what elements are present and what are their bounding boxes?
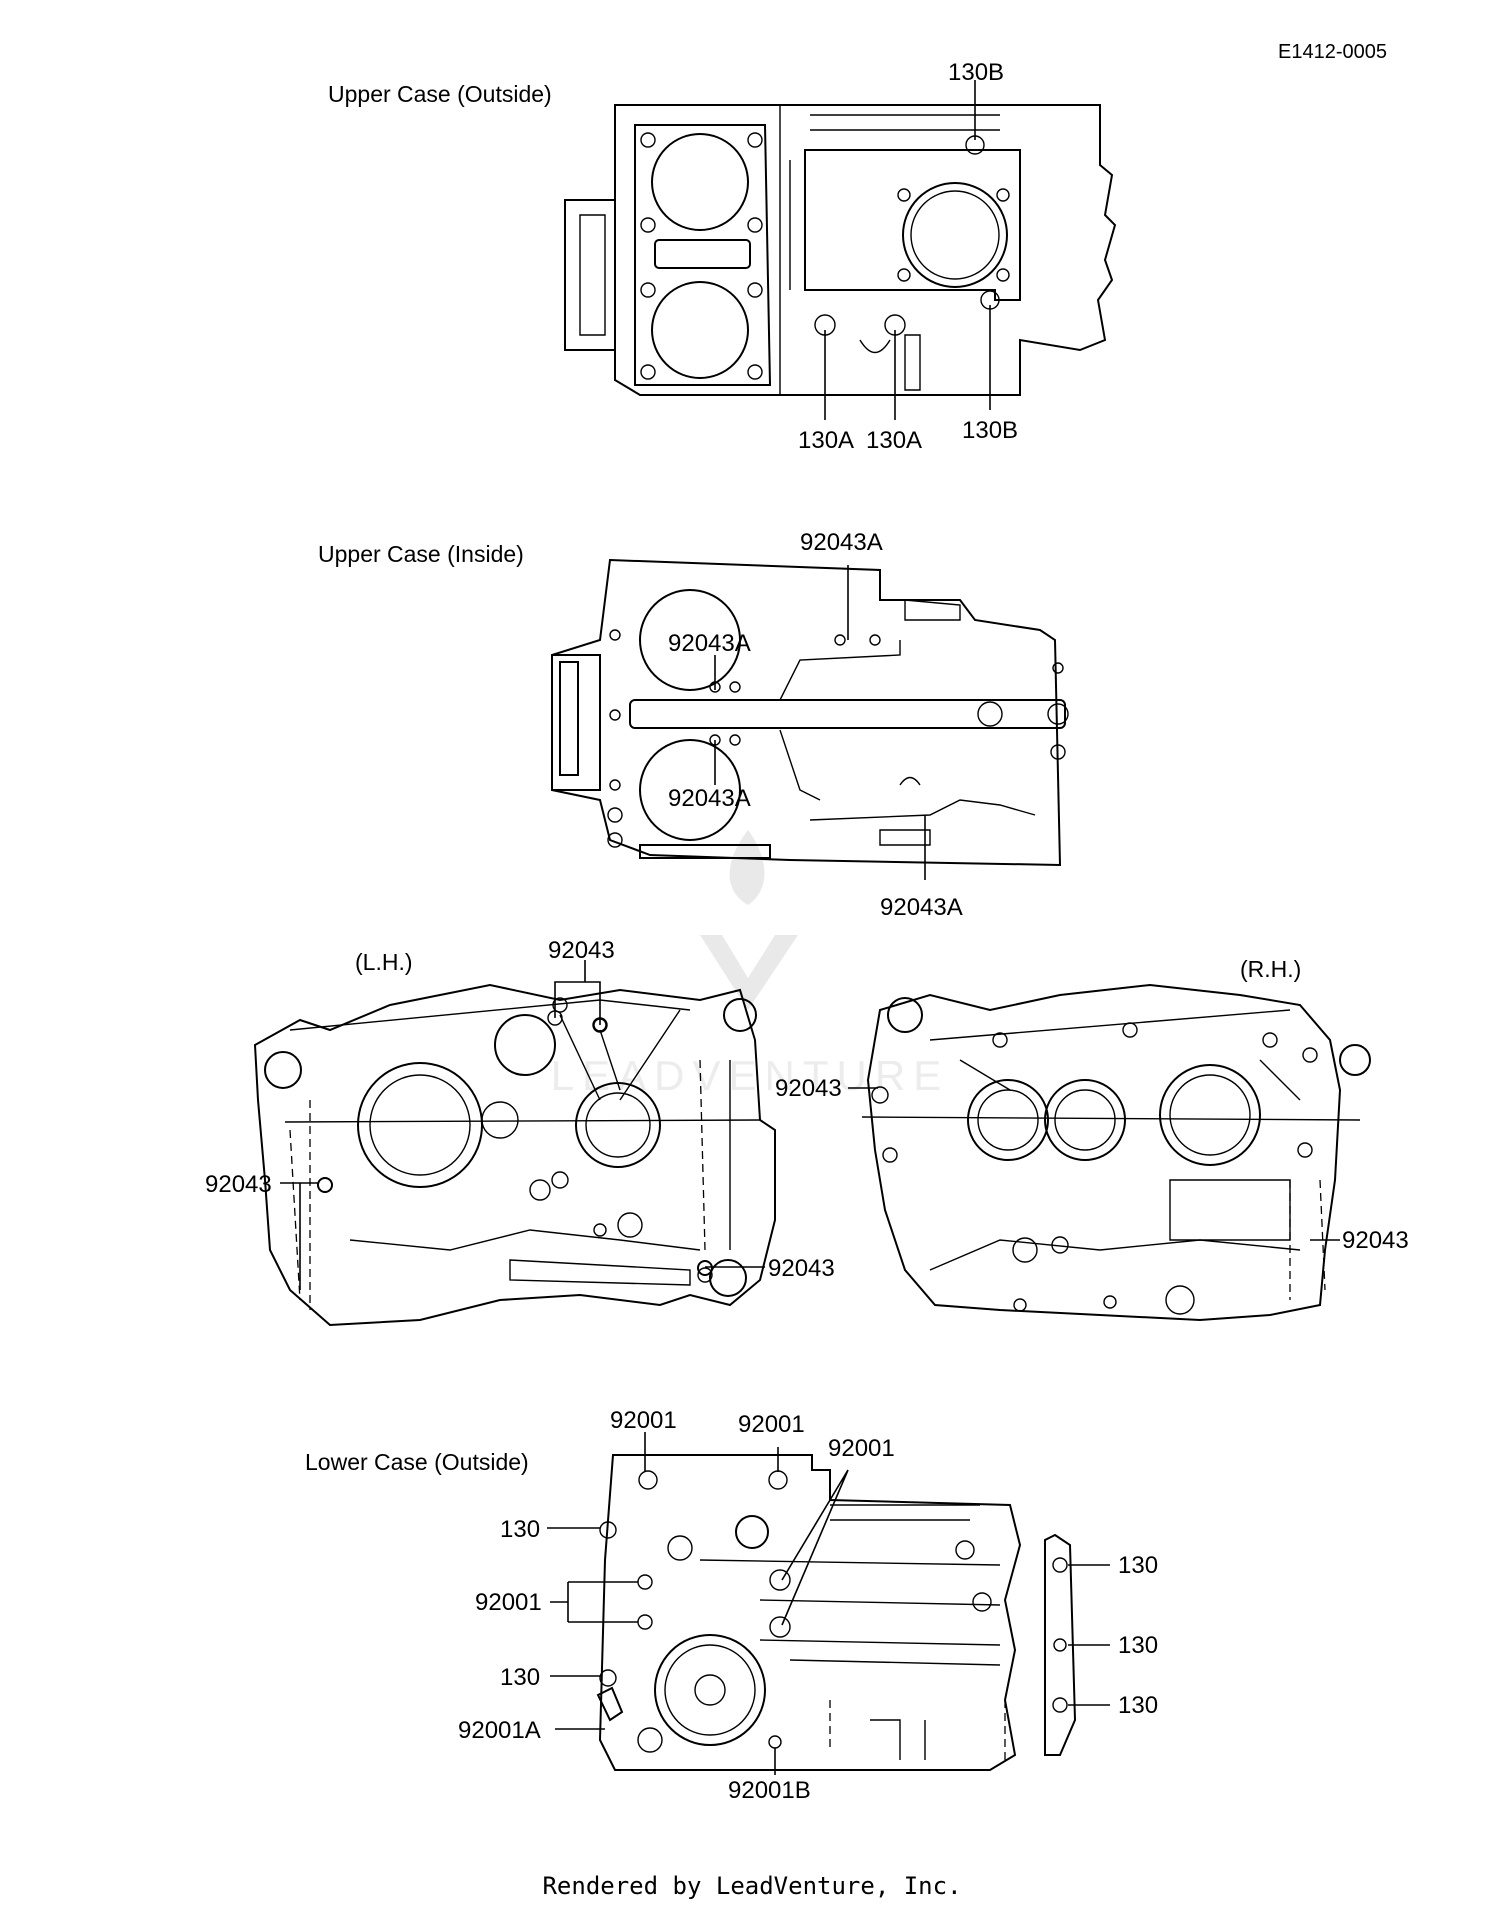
callout-130-right-mid: 130 [1118,1632,1158,1659]
callout-92043-lh-bottom: 92043 [768,1255,835,1282]
callout-130a-left: 130A [798,427,854,454]
callout-92001-top-center: 92001 [738,1411,805,1438]
lower-outside-title: Lower Case (Outside) [305,1449,529,1475]
side-view-leaders [280,960,1340,1290]
upper-inside-drawing [551,558,1069,867]
rh-title: (R.H.) [1240,956,1301,982]
callout-92001b: 92001B [728,1777,811,1804]
callout-92043-lh-top: 92043 [548,937,615,964]
lower-case-outside: Lower Case (Outside) [305,1407,1158,1804]
svg-text:LEADVENTURE: LEADVENTURE [551,1052,949,1099]
upper-inside-leaders [714,565,926,880]
lh-title: (L.H.) [355,949,413,975]
lower-outside-leaders [547,1432,1110,1775]
callout-92043-rh-right: 92043 [1342,1227,1409,1254]
upper-case-outside: Upper Case (Outside) [328,59,1117,454]
callout-130-upper-left: 130 [500,1516,540,1543]
side-views: (L.H.) (R.H.) [205,937,1409,1327]
callout-92001-top-left: 92001 [610,1407,677,1434]
callout-130-right-top: 130 [1118,1552,1158,1579]
upper-outside-drawing [564,104,1117,396]
callout-92001-top-right: 92001 [828,1435,895,1462]
upper-outside-title: Upper Case (Outside) [328,81,552,107]
callout-92001a: 92001A [458,1717,541,1744]
callout-130-right-bottom: 130 [1118,1692,1158,1719]
callout-92043a-top: 92043A [800,529,883,556]
callout-130a-right: 130A [866,427,922,454]
callout-92043-rh-left: 92043 [775,1075,842,1102]
callout-92043-lh-left: 92043 [205,1171,272,1198]
lower-outside-drawing [596,1454,1077,1771]
callout-130b-bottom: 130B [962,417,1018,444]
callout-130b-top: 130B [948,59,1004,86]
callout-130-lower-left: 130 [500,1664,540,1691]
leadventure-watermark: LEADVENTURE [551,830,949,1099]
callout-92043a-bottom: 92043A [880,894,963,921]
footer-credit: Rendered by LeadVenture, Inc. [542,1872,961,1900]
callout-92001-left-pair: 92001 [475,1589,542,1616]
callout-92043a-upper-mid: 92043A [668,630,751,657]
lh-case-drawing [253,983,776,1327]
rh-case-drawing [861,983,1371,1322]
upper-inside-title: Upper Case (Inside) [318,541,524,567]
callout-92043a-lower-mid: 92043A [668,785,751,812]
reference-code: E1412-0005 [1278,41,1387,63]
upper-outside-leaders [824,80,991,420]
upper-case-inside: Upper Case (Inside) [318,529,1069,921]
